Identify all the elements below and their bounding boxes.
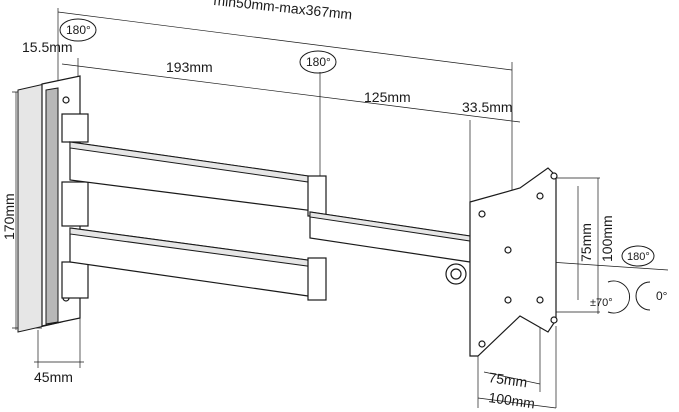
wall-rotation-label: 180° [66, 23, 91, 37]
swing-arm [61, 113, 471, 301]
vesa-plate [469, 167, 558, 357]
dimension-lines [12, 8, 669, 409]
head-label: 33.5mm [462, 99, 513, 115]
wall-offset-label: 15.5mm [22, 39, 73, 55]
arm1-label: 193mm [166, 59, 213, 75]
height-label: 170mm [1, 193, 17, 240]
vesa-v-inner-label: 75mm [578, 223, 594, 262]
rotation-180-icon [59, 18, 655, 267]
vesa-h-outer-label: 100mm [488, 389, 536, 411]
level-label: 0° [656, 289, 668, 303]
level-arc-icon [635, 281, 651, 311]
vesa-h-inner-label: 75mm [488, 369, 529, 390]
tilt-arc-icon [607, 280, 630, 314]
vesa-v-outer-label: 100mm [599, 215, 615, 262]
head-rotation-label: 180° [627, 251, 650, 263]
arm2-label: 125mm [364, 89, 411, 105]
tilt-label: ±70° [590, 297, 613, 309]
range-label: min50mm-max367mm [213, 0, 353, 22]
depth-label: 45mm [34, 369, 73, 385]
elbow-rotation-label: 180° [306, 55, 331, 69]
